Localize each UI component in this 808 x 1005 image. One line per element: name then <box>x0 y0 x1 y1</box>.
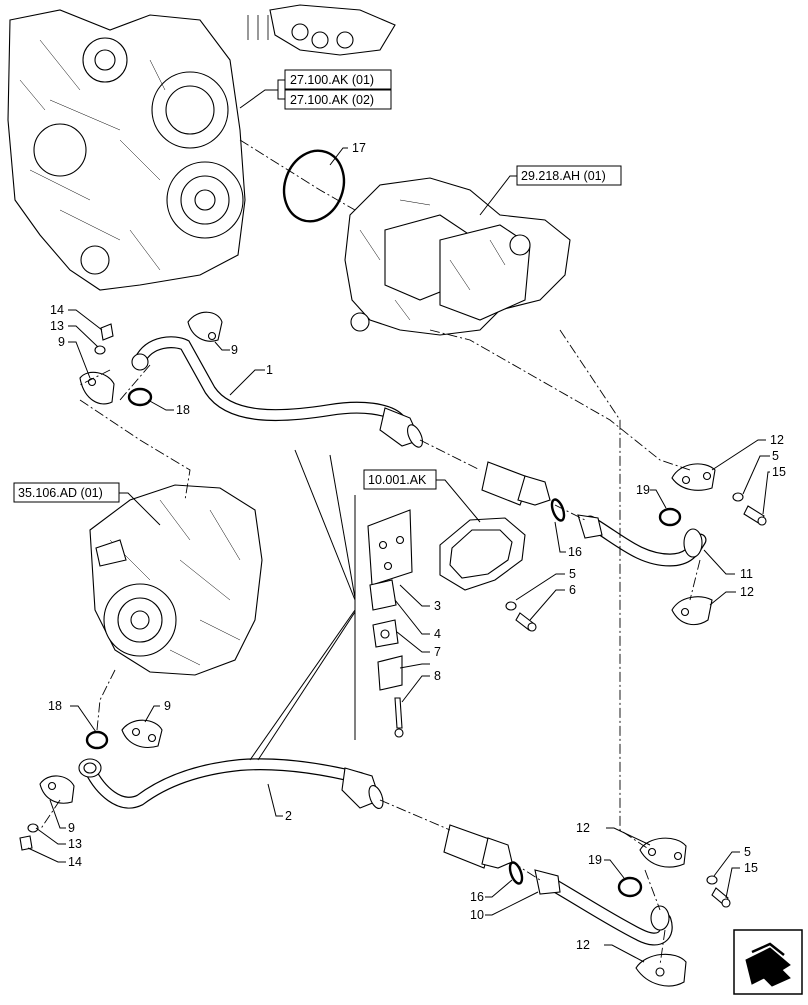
callout-9: 9 <box>231 343 238 357</box>
ref-label-29-218-ah-01: 29.218.AH (01) <box>521 169 606 183</box>
callout-numbers: 17 1 9 14 13 9 18 12 5 15 19 11 12 16 5 … <box>48 141 786 952</box>
hose-fitting-upper <box>481 461 551 506</box>
callout-12: 12 <box>576 938 590 952</box>
ref-leader-35-106-ad <box>119 492 161 526</box>
ref-label-35-106-ad-01: 35.106.AD (01) <box>18 486 103 500</box>
callout-5: 5 <box>569 567 576 581</box>
callout-5: 5 <box>744 845 751 859</box>
callout-15: 15 <box>772 465 786 479</box>
washer-bolt-15-upper <box>732 492 767 526</box>
tube-10 <box>534 869 673 946</box>
pump-35106ad <box>89 484 263 676</box>
clamp-half-12-upper-b <box>671 596 713 626</box>
callout-18: 18 <box>48 699 62 713</box>
clamp-half-9-lower-top <box>121 719 163 748</box>
callout-1: 1 <box>266 363 273 377</box>
cover-plate-7 <box>377 655 403 691</box>
callout-13: 13 <box>50 319 64 333</box>
bolt-13-14-lower <box>19 823 39 851</box>
clamp-block-4 <box>369 579 399 648</box>
callout-12: 12 <box>770 433 784 447</box>
callout-8: 8 <box>434 669 441 683</box>
ref-box-35-106-ad-01[interactable]: 35.106.AD (01) <box>13 482 120 503</box>
callout-9: 9 <box>68 821 75 835</box>
clamp-half-9-upper-bottom <box>79 371 115 405</box>
ref-label-10-001-ak: 10.001.AK <box>368 473 427 487</box>
callout-10: 10 <box>470 908 484 922</box>
ref-leader-29-218-ah <box>479 175 517 216</box>
ref-box-10-001-ak[interactable]: 10.001.AK <box>363 469 437 490</box>
ref-label-27-100-ak-01: 27.100.AK (01) <box>290 73 374 87</box>
clamp-half-12-upper-a <box>671 463 716 491</box>
o-ring-17 <box>282 149 346 223</box>
mounting-plate-3 <box>367 509 413 586</box>
callout-15: 15 <box>744 861 758 875</box>
o-ring-18-lower <box>85 730 109 750</box>
callout-17: 17 <box>352 141 366 155</box>
callout-3: 3 <box>434 599 441 613</box>
next-page-arrow-icon[interactable] <box>733 929 803 995</box>
callout-18: 18 <box>176 403 190 417</box>
callout-19: 19 <box>636 483 650 497</box>
callout-14: 14 <box>50 303 64 317</box>
hose-fitting-lower <box>443 824 513 869</box>
tube-1 <box>131 336 423 448</box>
hydraulic-pump <box>344 177 571 336</box>
ref-box-29-218-ah-01[interactable]: 29.218.AH (01) <box>516 165 622 186</box>
callout-12: 12 <box>576 821 590 835</box>
callout-16: 16 <box>470 890 484 904</box>
callout-14: 14 <box>68 855 82 869</box>
ref-label-27-100-ak-02: 27.100.AK (02) <box>290 93 374 107</box>
callout-5: 5 <box>772 449 779 463</box>
callout-11: 11 <box>740 567 753 581</box>
center-lines <box>39 139 701 966</box>
bolt-8 <box>394 697 404 738</box>
callout-2: 2 <box>285 809 292 823</box>
callout-6: 6 <box>569 583 576 597</box>
ref-box-27-100-ak-02[interactable]: 27.100.AK (02) <box>284 89 392 110</box>
ref-leader-10-001-ak <box>436 479 481 523</box>
o-ring-18-upper <box>127 387 153 407</box>
o-ring-19-lower <box>617 876 643 898</box>
o-ring-16-upper <box>550 498 566 522</box>
clamp-half-9-upper-top <box>187 311 223 342</box>
o-ring-19-upper <box>658 507 682 527</box>
callout-13: 13 <box>68 837 82 851</box>
ref-box-27-100-ak-01[interactable]: 27.100.AK (01) <box>284 69 392 90</box>
callout-7: 7 <box>434 645 441 659</box>
callout-12: 12 <box>740 585 754 599</box>
callout-19: 19 <box>588 853 602 867</box>
clamp-half-9-lower-bottom <box>39 775 75 804</box>
tube-11 <box>577 514 707 567</box>
tube-2 <box>78 758 384 810</box>
washer-bolt-15-lower <box>706 875 731 908</box>
callout-4: 4 <box>434 627 441 641</box>
washer-bolt-5-6-mid <box>505 601 537 632</box>
callout-16: 16 <box>568 545 582 559</box>
clamp-half-12-lower-b <box>635 953 687 987</box>
clamp-half-12-lower-a <box>639 837 687 868</box>
callout-9: 9 <box>164 699 171 713</box>
ref-leader-27-100-ak <box>239 79 285 109</box>
group-link-lines <box>249 449 356 761</box>
callout-leaders <box>27 147 770 963</box>
callout-9: 9 <box>58 335 65 349</box>
bolt-14-upper <box>94 323 114 355</box>
transmission-housing <box>7 4 396 291</box>
bracket-10001ak <box>439 517 526 591</box>
